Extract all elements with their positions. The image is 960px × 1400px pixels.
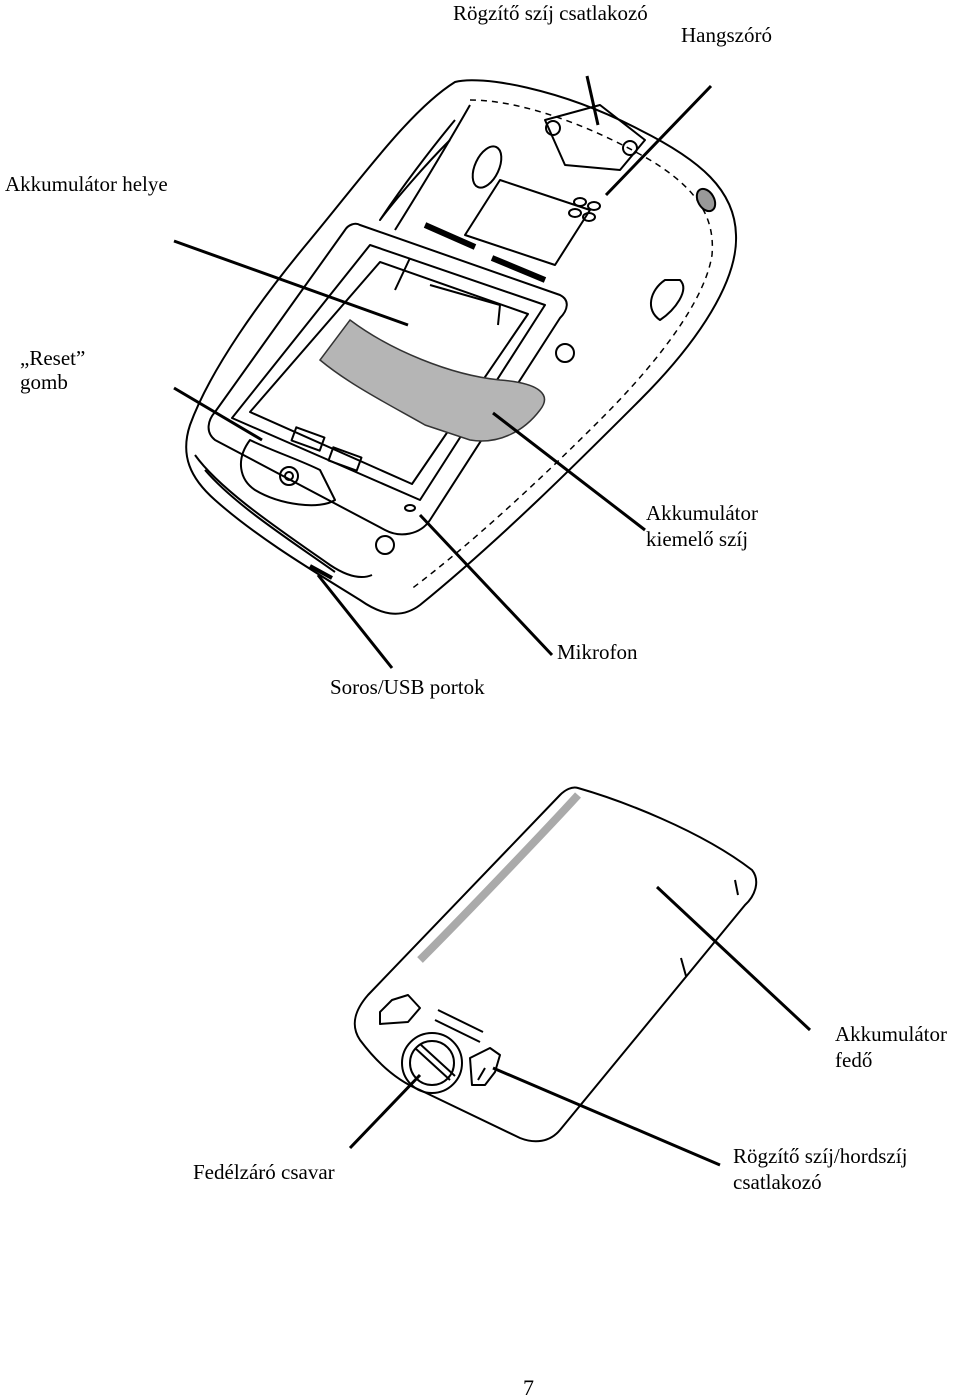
contact-bar bbox=[423, 222, 477, 250]
speaker-hole bbox=[573, 197, 587, 207]
label-plate bbox=[464, 179, 591, 266]
leader-pull-strap bbox=[492, 411, 646, 532]
screw-hole-left bbox=[545, 120, 561, 136]
leader-reset bbox=[173, 386, 263, 442]
label-strap-lanyard-line2: csatlakozó bbox=[733, 1170, 822, 1194]
small-hole-right bbox=[555, 343, 575, 363]
side-notch bbox=[650, 279, 685, 321]
cover-latch-slot bbox=[437, 1009, 484, 1033]
leader-strap-connector bbox=[585, 75, 600, 126]
leader-lines-device bbox=[173, 75, 713, 669]
label-battery-pull-line2: kiemelő szíj bbox=[646, 527, 749, 551]
cover-outline bbox=[353, 786, 758, 1143]
leader-microphone bbox=[418, 513, 554, 657]
reset-area bbox=[240, 439, 336, 507]
screw-hole-right bbox=[622, 140, 638, 156]
leader-speaker bbox=[604, 84, 713, 197]
leader-serial-usb bbox=[316, 574, 394, 669]
device-back-illustration bbox=[185, 79, 738, 615]
leader-battery-slot bbox=[173, 239, 409, 327]
battery-compartment-inner bbox=[231, 244, 546, 501]
label-battery-cover-line2: fedő bbox=[835, 1048, 873, 1072]
cover-strap-connector bbox=[469, 1047, 501, 1086]
stylus-pill bbox=[695, 187, 717, 213]
label-reset-line1: „Reset” bbox=[20, 346, 86, 370]
label-strap-lanyard-line1: Rögzítő szíj/hordszíj bbox=[733, 1144, 908, 1168]
cover-latch-left bbox=[379, 994, 421, 1025]
left-grip-ridge bbox=[379, 119, 456, 221]
cover-screw-slot bbox=[414, 1047, 451, 1081]
label-microphone: Mikrofon bbox=[557, 640, 638, 664]
cover-screw-head bbox=[401, 1032, 463, 1094]
label-serial-usb: Soros/USB portok bbox=[330, 675, 485, 699]
page-number: 7 bbox=[523, 1375, 534, 1400]
label-battery-slot: Akkumulátor helye bbox=[5, 172, 168, 196]
serial-port-slot bbox=[309, 564, 333, 580]
label-battery-cover-line1: Akkumulátor bbox=[835, 1022, 947, 1046]
label-speaker: Hangszóró bbox=[681, 23, 772, 47]
battery-compartment-outer bbox=[207, 222, 568, 536]
leader-battery-cover bbox=[655, 885, 812, 1032]
reset-button-hole bbox=[279, 466, 299, 486]
label-battery-pull-line1: Akkumulátor bbox=[646, 501, 758, 525]
oval-recess bbox=[471, 145, 503, 189]
leader-strap-lanyard bbox=[492, 1066, 721, 1167]
label-reset-line2: gomb bbox=[20, 370, 68, 394]
cover-shadow-edge bbox=[417, 792, 581, 963]
device-body-outline bbox=[185, 79, 738, 615]
microphone-hole bbox=[404, 504, 416, 512]
label-cover-screw: Fedélzáró csavar bbox=[193, 1160, 335, 1184]
leader-lines-cover bbox=[348, 885, 812, 1167]
port-edge bbox=[194, 454, 373, 578]
small-hole-bottom bbox=[375, 535, 395, 555]
leader-cover-screw bbox=[348, 1073, 422, 1150]
battery-pull-strap bbox=[318, 318, 546, 442]
battery-cover-illustration bbox=[353, 786, 758, 1143]
label-strap-connector-top: Rögzítő szíj csatlakozó bbox=[453, 1, 648, 25]
